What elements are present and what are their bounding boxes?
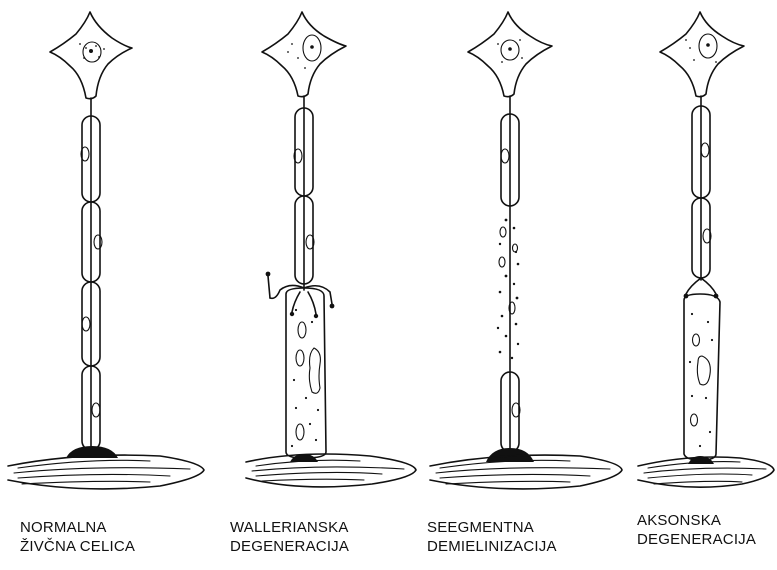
caption-axonal-degeneration: AKSONSKA DEGENERACIJA <box>637 511 777 549</box>
myelin-debris <box>497 219 520 360</box>
panel-normal-nerve-cell <box>8 12 204 489</box>
neuron-cell-body <box>468 12 552 97</box>
caption-line-1: AKSONSKA <box>637 511 777 530</box>
caption-normal-nerve-cell: NORMALNA ŽIVČNA CELICA <box>20 518 190 556</box>
schwann-nucleus <box>82 317 90 331</box>
degenerated-segment <box>684 294 720 460</box>
caption-wallerian-degeneration: WALLERIANSKA DEGENERACIJA <box>230 518 400 556</box>
caption-line-2: DEGENERACIJA <box>637 530 777 549</box>
schwann-nucleus <box>94 235 102 249</box>
panel-wallerian-degeneration <box>246 12 416 487</box>
caption-segmental-demyelination: SEEGMENTNA DEMIELINIZACIJA <box>427 518 597 556</box>
caption-line-1: NORMALNA <box>20 518 190 537</box>
muscle-fiber <box>246 454 416 487</box>
caption-line-1: WALLERIANSKA <box>230 518 400 537</box>
caption-line-1: SEEGMENTNA <box>427 518 597 537</box>
caption-line-2: ŽIVČNA CELICA <box>20 537 190 556</box>
caption-line-2: DEMIELINIZACIJA <box>427 537 597 556</box>
retracted-axon-end <box>686 278 701 294</box>
schwann-nucleus <box>92 403 100 417</box>
schwann-nucleus <box>701 143 709 157</box>
caption-line-2: DEGENERACIJA <box>230 537 400 556</box>
schwann-nucleus <box>501 149 509 163</box>
panel-axonal-degeneration <box>638 12 774 487</box>
neuron-cell-body <box>50 12 132 99</box>
panel-segmental-demyelination <box>430 12 622 489</box>
